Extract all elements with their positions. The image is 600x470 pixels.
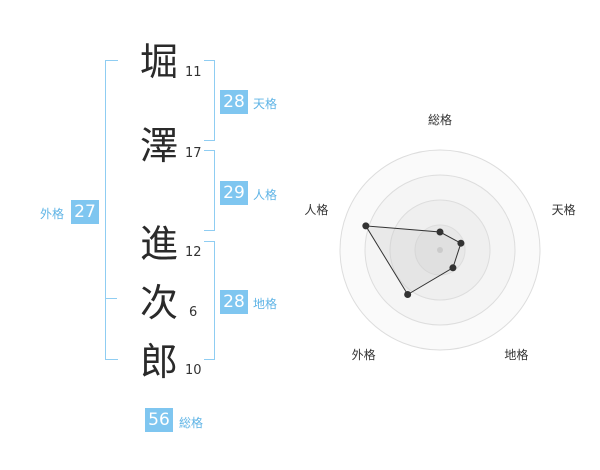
radar-point-2 [457,239,465,247]
jinkaku-value-badge: 29 [220,181,248,205]
radar-axis-label-2: 天格 [552,202,576,217]
gaikaku-bracket-tick [105,298,117,299]
radar-point-1 [436,228,444,236]
name-char-1: 堀 [140,40,179,84]
radar-axis-label-5: 人格 [304,202,328,217]
gaikaku-label: 外格 [40,207,65,221]
stroke-count-2: 17 [185,146,202,161]
radar-polygon [364,225,462,296]
radar-center-dot [437,247,443,253]
gaikaku-bracket [105,60,118,360]
stroke-count-5: 10 [185,363,202,378]
name-char-3: 進 [140,222,179,266]
stroke-count-3: 12 [185,245,202,260]
radar-axis-label-4: 外格 [352,347,376,362]
radar-point-4 [404,290,412,298]
tenkaku-label: 天格 [253,97,278,111]
jinkaku-label: 人格 [253,188,278,202]
name-char-2: 澤 [140,124,179,168]
chikaku-bracket [204,241,215,360]
stroke-count-4: 6 [189,305,198,320]
radar-point-3 [449,264,457,272]
stroke-count-1: 11 [185,65,202,80]
tenkaku-value-badge: 28 [220,90,248,114]
radar-point-5 [362,222,370,230]
chikaku-label: 地格 [253,297,278,311]
soukaku-label: 総格 [179,416,204,430]
chikaku-value-badge: 28 [220,290,248,314]
gaikaku-value-badge: 27 [71,200,99,224]
soukaku-value-badge: 56 [145,408,173,432]
name-char-5: 郎 [140,340,179,384]
name-char-4: 次 [140,281,179,325]
jinkaku-bracket [204,150,215,231]
radar-axis-label-1: 総格 [428,112,452,127]
tenkaku-bracket [204,60,215,141]
radar-axis-label-3: 地格 [504,347,528,362]
